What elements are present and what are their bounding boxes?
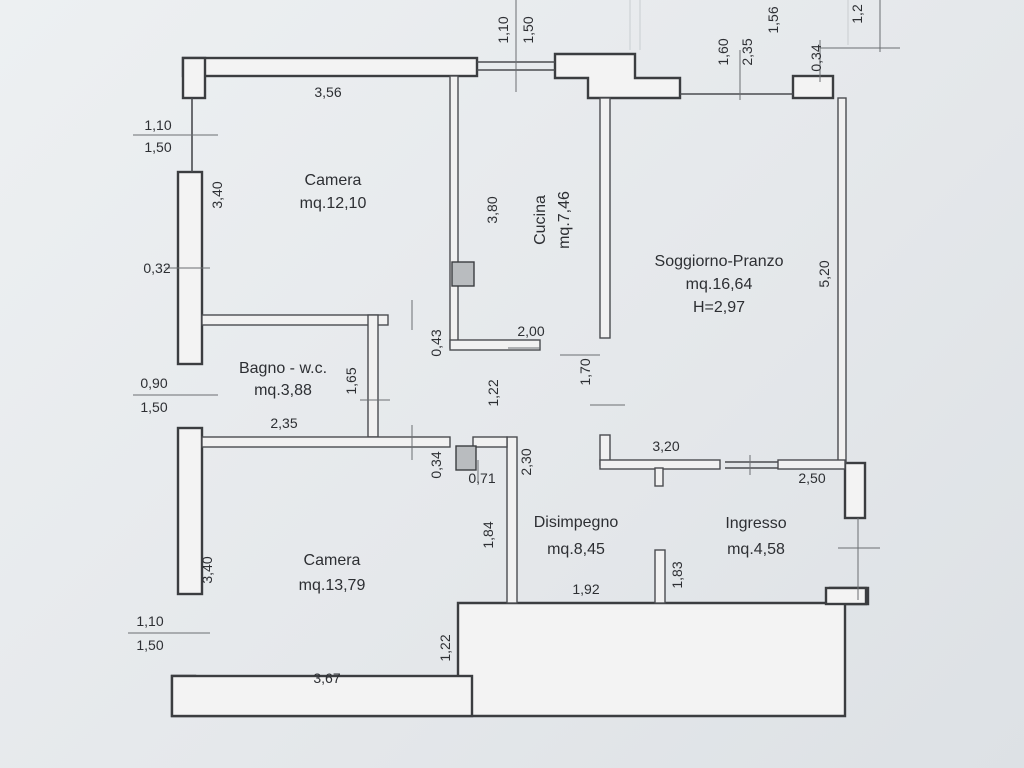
dim-cucina-wall: 0,43 — [428, 329, 444, 356]
wall-bagno-top — [201, 314, 389, 326]
dim-bagno-width: 2,35 — [270, 415, 297, 431]
dim-top-window-2: 1,50 — [520, 16, 536, 43]
wall-stub — [654, 467, 664, 487]
dim-disimpegno-top: 1,22 — [485, 379, 501, 406]
room-name-ingresso: Ingresso — [725, 515, 786, 532]
wall-disimpegno-left — [506, 436, 518, 604]
dim-soggiorno-height: 5,20 — [816, 260, 832, 287]
dim-shaft-height: 0,34 — [428, 451, 444, 478]
wall-ingresso-divider — [654, 549, 666, 604]
dim-left-window-top-2: 1,50 — [144, 139, 171, 155]
shaft-bagno — [455, 445, 477, 471]
dim-top-right-4: 1,2 — [849, 4, 865, 24]
dim-top-window-1: 1,10 — [495, 16, 511, 43]
dim-top-right-3: 1,56 — [765, 6, 781, 33]
wall-bagno-right — [367, 314, 379, 438]
wall-cucina-soggiorno — [599, 97, 611, 339]
shaft-cucina — [451, 261, 475, 287]
room-area-ingresso: mq.4,58 — [727, 541, 785, 558]
room-height-soggiorno: H=2,97 — [693, 299, 745, 316]
dim-shaft-width: 0,71 — [468, 470, 495, 486]
room-area-soggiorno: mq.16,64 — [686, 276, 753, 293]
dim-camera-top-width: 3,56 — [314, 84, 341, 100]
room-area-bagno: mq.3,88 — [254, 382, 312, 399]
dim-left-wall: 0,32 — [143, 260, 170, 276]
room-name-camera-bottom: Camera — [304, 552, 361, 569]
wall-right-bottom — [843, 461, 867, 520]
dim-left-window-mid-2: 1,50 — [140, 399, 167, 415]
wall-cucina-bottom — [449, 339, 541, 351]
dim-ingresso-width: 2,50 — [798, 470, 825, 486]
dim-bagno-height: 1,65 — [343, 367, 359, 394]
wall-top-right — [791, 74, 835, 100]
dim-left-window-bot-2: 1,50 — [136, 637, 163, 653]
wall-top-middle — [553, 52, 682, 100]
wall-left-bottom — [176, 426, 204, 596]
room-name-camera-top: Camera — [305, 172, 362, 189]
dim-camera-top-height: 3,40 — [209, 181, 225, 208]
dim-camera-bottom-step: 1,22 — [437, 634, 453, 661]
wall-bagno-bottom — [201, 436, 451, 448]
dim-top-right-5: 0,34 — [808, 44, 824, 71]
room-area-camera-top: mq.12,10 — [300, 195, 367, 212]
wall-top-left — [181, 56, 479, 78]
dim-left-window-top-1: 1,10 — [144, 117, 171, 133]
room-name-disimpegno: Disimpegno — [534, 514, 619, 531]
wall-corner-top-left — [181, 56, 207, 100]
room-area-disimpegno: mq.8,45 — [547, 541, 605, 558]
dim-soggiorno-width: 3,20 — [652, 438, 679, 454]
wall-camera-cucina — [449, 75, 459, 349]
room-area-camera-bottom: mq.13,79 — [299, 577, 366, 594]
wall-soggiorno-bottom-right — [777, 459, 846, 470]
dim-camera-bottom-width: 3,67 — [313, 670, 340, 686]
room-name-soggiorno: Soggiorno-Pranzo — [655, 253, 784, 270]
wall-bottom-left — [170, 674, 474, 718]
dim-left-window-mid-1: 0,90 — [140, 375, 167, 391]
room-name-cucina: Cucina — [532, 195, 549, 245]
dim-camera-bottom-height: 3,40 — [199, 556, 215, 583]
dim-cucina-height: 3,80 — [484, 196, 500, 223]
dim-soggiorno-side: 1,70 — [577, 358, 593, 385]
dim-disimpegno-left: 1,84 — [480, 521, 496, 548]
room-name-bagno: Bagno - w.c. — [239, 360, 327, 377]
wall-right-corner — [824, 586, 868, 606]
dim-ingresso-height: 1,83 — [669, 561, 685, 588]
dim-disimpegno-mid: 2,30 — [518, 448, 534, 475]
dim-left-window-bot-1: 1,10 — [136, 613, 163, 629]
dim-top-right-1: 1,60 — [715, 38, 731, 65]
wall-shaft-top — [472, 436, 508, 448]
room-area-cucina: mq.7,46 — [556, 191, 573, 249]
dim-top-right-2: 2,35 — [739, 38, 755, 65]
dim-disimpegno-width: 1,92 — [572, 581, 599, 597]
dim-cucina-width: 2,00 — [517, 323, 544, 339]
wall-soggiorno-right — [837, 97, 847, 464]
